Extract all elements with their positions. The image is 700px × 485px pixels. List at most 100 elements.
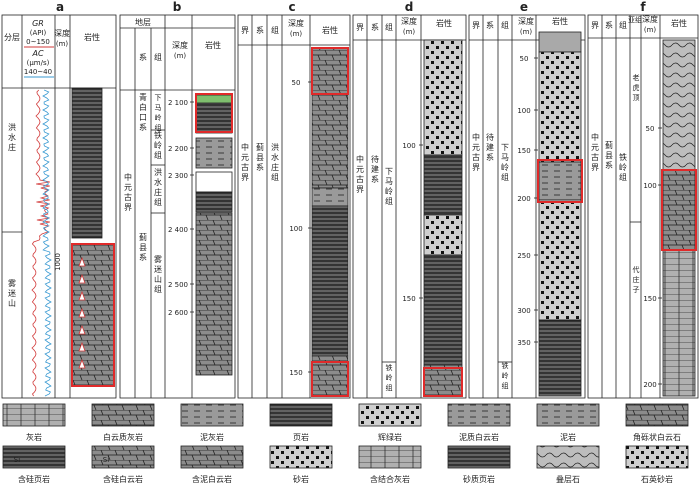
panel-c-header-jie: 界 xyxy=(241,26,249,35)
legend-label: 叠层石 xyxy=(556,475,580,484)
panel-a-layer-lower: 雾迷山 xyxy=(8,279,16,308)
panel-c-header-depth-unit: (m) xyxy=(290,30,303,38)
panel-a-breccia-marker xyxy=(78,273,86,284)
panel-c-group: 洪水庄组 xyxy=(271,142,279,182)
panel-d-lith-diabase xyxy=(423,39,463,156)
panel-f-system: 蓟县系 xyxy=(605,140,613,170)
panel-a-header-ac: AC xyxy=(31,49,43,58)
panel-d-lith-shale2 xyxy=(423,254,463,366)
legend-swatch xyxy=(180,445,244,469)
panel-f-era: 中元古界 xyxy=(591,132,599,172)
panel-f-header-zu: 组 xyxy=(619,20,627,30)
legend-swatch xyxy=(91,403,155,427)
panel-d-lith-base xyxy=(423,364,463,397)
legend-swatch xyxy=(536,445,600,469)
panel-letter-b: b xyxy=(173,0,182,14)
legend-label: 页岩 xyxy=(293,432,309,442)
legend-symbol-text: Si xyxy=(14,456,20,464)
panel-f-subgroup-lower: 代庄子 xyxy=(633,265,640,294)
panel-f-subgroup-upper: 老虎顶 xyxy=(633,73,640,102)
panel-e-group-upper: 下马岭组 xyxy=(501,143,509,182)
legend-swatch xyxy=(358,445,422,469)
panel-b-depth-tick: 2 300 xyxy=(168,172,188,180)
panel-e-lith-top xyxy=(538,31,582,53)
legend-swatch xyxy=(625,445,689,469)
legend-label: 灰岩 xyxy=(26,432,42,442)
legend-label: 含泥白云岩 xyxy=(192,474,232,484)
legend-swatch xyxy=(180,403,244,427)
panel-c-system: 蓟县系 xyxy=(256,142,264,172)
panel-e-lith-diabase2 xyxy=(538,199,582,321)
panel-b-era: 中元古界 xyxy=(124,172,132,212)
panel-b-group-xiamaling: 下马岭组 xyxy=(155,94,162,132)
panel-b-group-hongshuizhuang: 洪水庄组 xyxy=(154,167,162,207)
panel-a-header-depth: 深度 xyxy=(54,28,70,38)
panel-a-header-depth-unit: (m) xyxy=(56,40,69,48)
panel-b-depth-tick: 2 200 xyxy=(168,145,188,153)
panel-e-highlight-box xyxy=(537,159,583,203)
panel-c-lith-mid xyxy=(311,187,349,207)
panel-e-depth-tick: 200 xyxy=(517,195,530,203)
panel-e-depth-tick: 250 xyxy=(517,252,530,260)
panel-letter-c: c xyxy=(288,0,295,14)
panel-a-lith-upper xyxy=(71,87,103,239)
panel-e-depth-tick: 100 xyxy=(517,107,530,115)
panel-a-header-gr: GR xyxy=(32,19,44,28)
panel-c-era: 中元古界 xyxy=(241,142,249,182)
panel-f-header-depth-unit: (m) xyxy=(644,26,657,34)
panel-b-header-lith: 岩性 xyxy=(205,40,221,50)
panel-a-header-ac-range: 140~40 xyxy=(24,68,52,76)
panel-e-header-depth: 深度 xyxy=(518,16,534,26)
panel-b-header-strata: 地层 xyxy=(135,17,151,27)
panel-e-header-zu: 组 xyxy=(501,20,509,30)
panel-a-highlight-box xyxy=(71,243,115,387)
panel-d-depth-tick: 100 xyxy=(402,142,415,150)
legend-swatch xyxy=(447,403,511,427)
panel-f-lith-mid xyxy=(662,169,696,251)
legend-label: 砂质页岩 xyxy=(463,474,495,484)
panel-letter-f: f xyxy=(640,0,646,14)
panel-d-header-xi: 系 xyxy=(371,22,379,32)
panel-e-header-jie: 界 xyxy=(472,21,480,30)
legend-symbol-text: Si xyxy=(103,456,109,464)
panel-d-header-depth-unit: (m) xyxy=(403,28,416,36)
panel-c-highlight-top xyxy=(311,47,349,95)
panel-a-breccia-marker xyxy=(78,358,86,369)
panel-f-header-subgroup: 亚组 xyxy=(628,15,642,24)
panel-c-header-xi: 系 xyxy=(256,25,264,35)
panel-a-header-ac-unit: (μm/s) xyxy=(27,59,50,67)
panel-d-highlight-box xyxy=(423,367,463,397)
panel-b-depth-tick: 2 500 xyxy=(168,281,188,289)
panel-a-breccia-marker xyxy=(78,256,86,267)
panel-f-header-jie: 界 xyxy=(591,21,599,30)
panel-a-breccia-marker xyxy=(78,307,86,318)
legend-label: 泥质白云岩 xyxy=(459,432,499,442)
legend-label: 角砾状白云石 xyxy=(633,432,681,442)
panel-b-top-unit: 青白口系 xyxy=(139,92,147,132)
panel-d-header-zu: 组 xyxy=(385,22,393,32)
panel-c-header-depth: 深度 xyxy=(288,18,304,28)
legend-swatch xyxy=(2,403,66,427)
panel-f-depth-tick: 200 xyxy=(643,381,656,389)
legend-swatch xyxy=(269,445,333,469)
panel-f-highlight-box xyxy=(661,169,697,251)
panel-b-system: 蓟县系 xyxy=(139,232,147,262)
panel-c-highlight-base xyxy=(311,361,349,397)
panel-b-header-depth-unit: (m) xyxy=(174,52,187,60)
panel-c-lith-lower xyxy=(311,205,349,357)
panel-c-depth-tick: 100 xyxy=(289,225,302,233)
panel-e-system: 待建系 xyxy=(486,132,494,162)
panel-b-lith-wumishan xyxy=(195,212,233,376)
legend-label: 泥灰岩 xyxy=(200,432,224,442)
legend-swatch xyxy=(625,403,689,427)
panel-b-lith-gap xyxy=(195,171,233,193)
panel-e-lith-mud xyxy=(538,161,582,201)
panel-b-group-tieling: 铁岭组 xyxy=(154,130,162,160)
legend-label: 含硅白云岩 xyxy=(103,474,143,484)
legend-swatch xyxy=(447,445,511,469)
panel-d-depth-tick: 150 xyxy=(402,295,415,303)
panel-letter-a: a xyxy=(56,0,64,14)
panel-e-era: 中元古界 xyxy=(472,132,480,172)
